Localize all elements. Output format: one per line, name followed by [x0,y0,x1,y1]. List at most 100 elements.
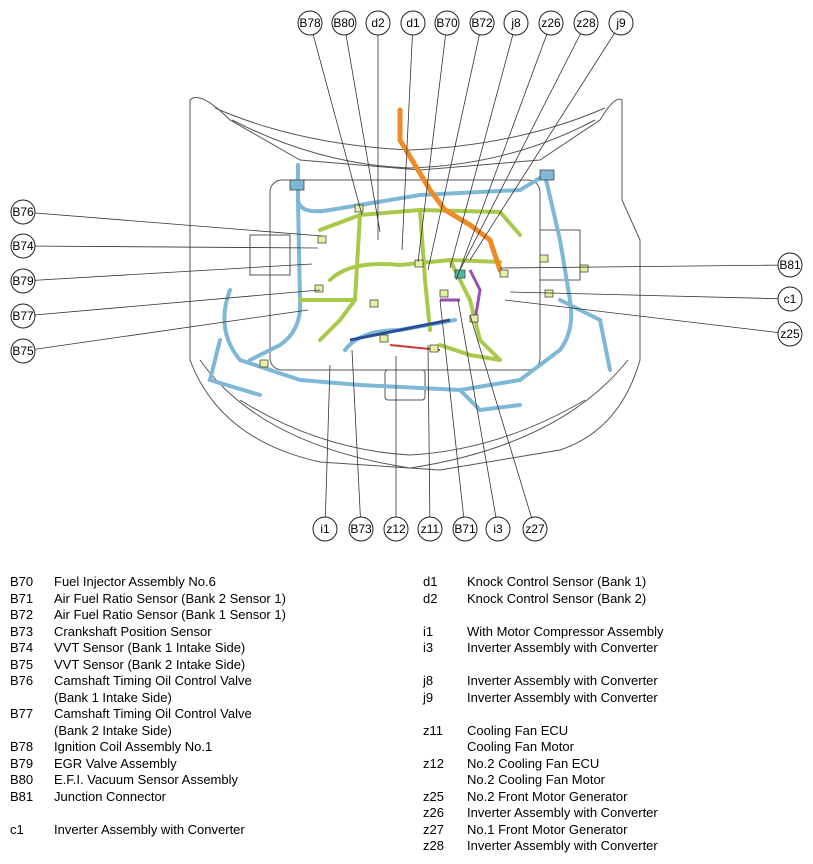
legend-description: Inverter Assembly with Converter [467,689,658,705]
legend-description: Inverter Assembly with Converter [467,805,658,820]
leader-line-b76 [22,211,323,237]
legend-code: B76 [10,673,34,688]
leader-line-b71 [439,299,466,530]
callout-label: B78 [299,16,321,30]
callout-label: B80 [333,16,355,30]
legend-row: j8 Inverter Assembly with Converter [423,673,803,690]
legend-description: Knock Control Sensor (Bank 1) [467,574,647,589]
callout-circle [485,516,511,542]
callout-j8: j8 [503,10,529,36]
legend-code: i3 [423,640,434,655]
legend-description: Crankshaft Position Sensor [54,623,212,639]
leader-line-b70 [417,22,448,263]
legend-row [423,657,803,674]
callout-b81: B81 [777,252,803,278]
callout-z11: z11 [417,516,443,542]
callout-circle [10,199,36,225]
legend-code: j8 [423,673,434,688]
legend-code [423,706,467,723]
callout-label: B72 [471,16,493,30]
leader-line-z28 [459,22,587,271]
legend-code [423,772,467,789]
legend-description: Inverter Assembly with Converter [467,673,658,688]
legend-description: No.2 Cooling Fan ECU [467,755,600,771]
callout-circle [777,252,803,278]
callout-circle [573,10,599,36]
legend-description: VVT Sensor (Bank 2 Intake Side) [54,656,246,672]
legend-code: B70 [10,574,34,589]
callout-circle [297,10,323,36]
leader-line-b75 [22,309,309,352]
legend-row [10,805,410,822]
callout-label: B79 [12,274,34,288]
legend-code: B75 [10,656,34,672]
legend-row [423,706,803,723]
callout-circle [469,10,495,36]
legend-description: Air Fuel Ratio Sensor (Bank 2 Sensor 1) [54,590,286,606]
callout-leader-lines [22,22,791,530]
callout-z28: z28 [573,10,599,36]
legend-code: i1 [423,623,434,639]
legend-code [10,723,54,740]
callout-label: i3 [493,522,503,536]
callout-label: B74 [12,239,34,253]
callout-z27: z27 [522,516,548,542]
callout-circle [538,10,564,36]
leader-line-z11 [427,344,431,530]
legend-code [423,739,467,756]
legend-description: EGR Valve Assembly [54,755,177,771]
legend-code [423,657,467,674]
legend-description: Inverter Assembly with Converter [467,640,658,655]
callout-circle [452,516,478,542]
leader-line-b78 [309,22,363,216]
legend-row: i3 Inverter Assembly with Converter [423,640,803,657]
leader-line-b72 [427,22,483,271]
leader-line-d1 [401,22,414,251]
legend-row [423,607,803,624]
callout-label: j8 [510,16,521,30]
callout-b79: B79 [10,268,36,294]
legend-row: Cooling Fan Motor [423,739,803,756]
callout-circle [503,10,529,36]
legend-code [10,690,54,707]
legend-row: B72 Air Fuel Ratio Sensor (Bank 1 Sensor … [10,607,410,624]
legend-row: (Bank 1 Intake Side) [10,690,410,707]
legend-code: B72 [10,607,34,622]
leader-line-j8 [449,22,517,269]
callout-label: B71 [454,522,476,536]
leader-line-b77 [22,289,321,317]
legend-code [10,805,54,822]
callout-j9: j9 [608,10,634,36]
legend-description: Inverter Assembly with Converter [54,821,245,837]
leader-line-b79 [22,263,313,282]
legend-description: VVT Sensor (Bank 1 Intake Side) [54,640,246,655]
legend-description: Knock Control Sensor (Bank 2) [467,590,647,606]
leader-line-b81 [499,264,791,269]
legend-description: (Bank 2 Intake Side) [54,722,172,738]
legend-description: Air Fuel Ratio Sensor (Bank 1 Sensor 1) [54,607,286,622]
callout-label: B70 [436,16,458,30]
callout-label: d2 [371,16,385,30]
legend-code: z25 [423,788,444,804]
legend-row: c1 Inverter Assembly with Converter [10,822,410,839]
callout-i1: i1 [312,516,338,542]
legend-code [423,607,467,624]
callout-label: z28 [576,16,596,30]
callout-circle [417,516,443,542]
legend-description: With Motor Compressor Assembly [467,623,664,639]
callout-d2: d2 [365,10,391,36]
callout-label: z25 [780,327,800,341]
callout-b76: B76 [10,199,36,225]
callout-b77: B77 [10,303,36,329]
legend-description: Cooling Fan ECU [467,722,569,738]
callout-circle [777,286,803,312]
legend-code: c1 [10,821,24,837]
callout-circle [522,516,548,542]
callout-label: d1 [406,16,420,30]
